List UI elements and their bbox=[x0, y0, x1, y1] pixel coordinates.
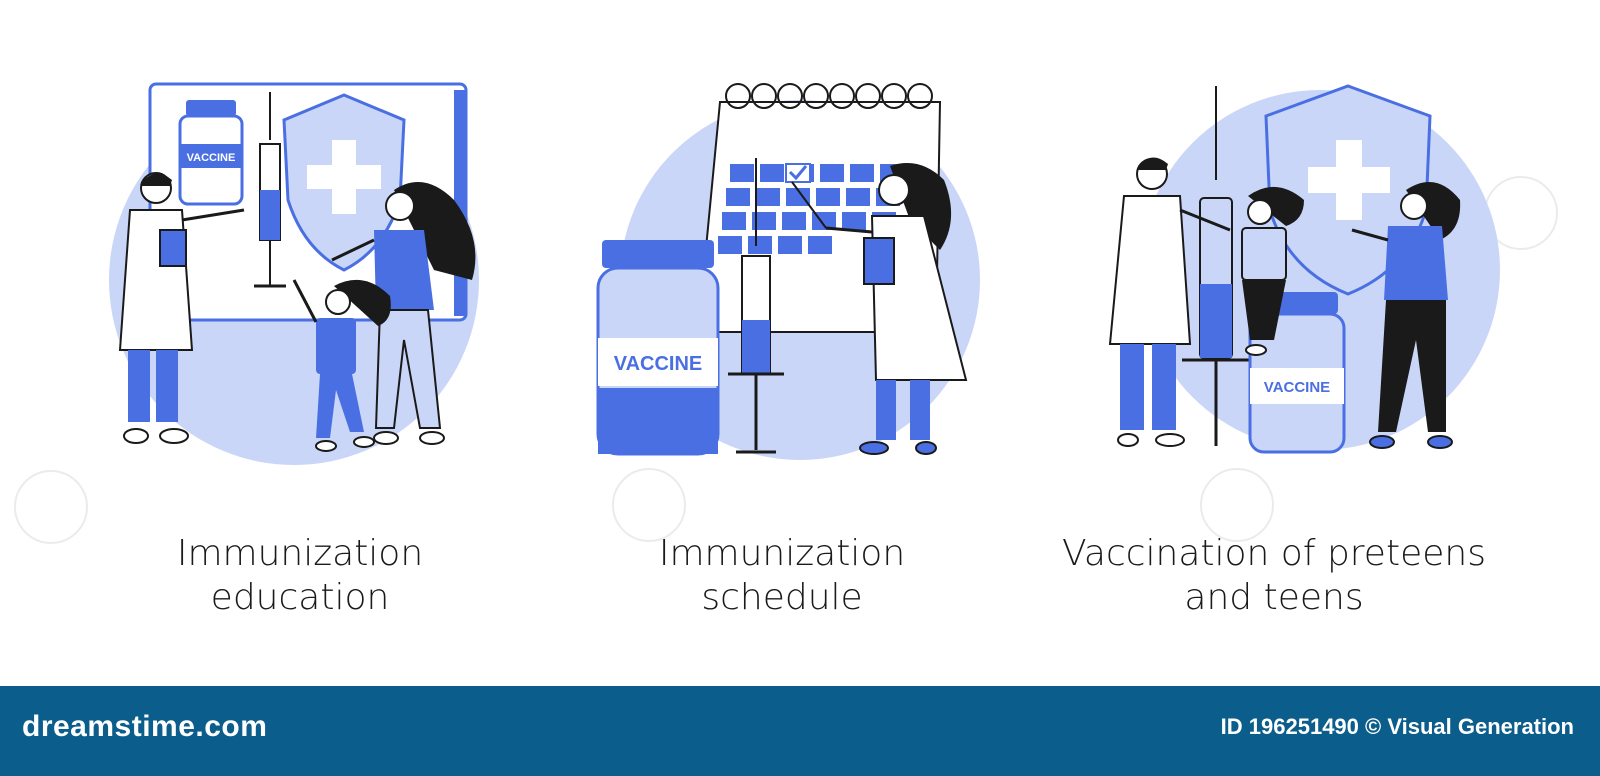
caption-vaccination-preteens: Vaccination of preteens and teens bbox=[1014, 532, 1534, 620]
footer-bar: dreamstime.com ID 196251490 © Visual Gen… bbox=[0, 686, 1600, 776]
illustration-vaccination-preteens: VACCINE bbox=[1090, 70, 1530, 470]
caption-immunization-education: Immunization education bbox=[40, 532, 560, 620]
caption-immunization-schedule: Immunization schedule bbox=[522, 532, 1042, 620]
illustration-immunization-schedule: VACCINE bbox=[580, 70, 1020, 470]
image-credit: ID 196251490 © Visual Generation bbox=[1220, 714, 1574, 739]
caption-line: Immunization bbox=[658, 533, 906, 574]
caption-line: education bbox=[210, 577, 390, 618]
vial-label: VACCINE bbox=[187, 152, 236, 164]
caption-line: Vaccination of preteens bbox=[1062, 533, 1486, 574]
caption-line: and teens bbox=[1184, 577, 1364, 618]
illustration-immunization-education: VACCINE bbox=[94, 70, 534, 470]
watermark-circle bbox=[1200, 468, 1274, 542]
caption-line: Immunization bbox=[176, 533, 424, 574]
watermark-circle bbox=[14, 470, 88, 544]
vial-label: VACCINE bbox=[614, 353, 703, 375]
brand-logo[interactable]: dreamstime.com bbox=[22, 710, 268, 743]
caption-line: schedule bbox=[701, 577, 863, 618]
vial-label: VACCINE bbox=[1264, 379, 1330, 396]
watermark-circle bbox=[612, 468, 686, 542]
